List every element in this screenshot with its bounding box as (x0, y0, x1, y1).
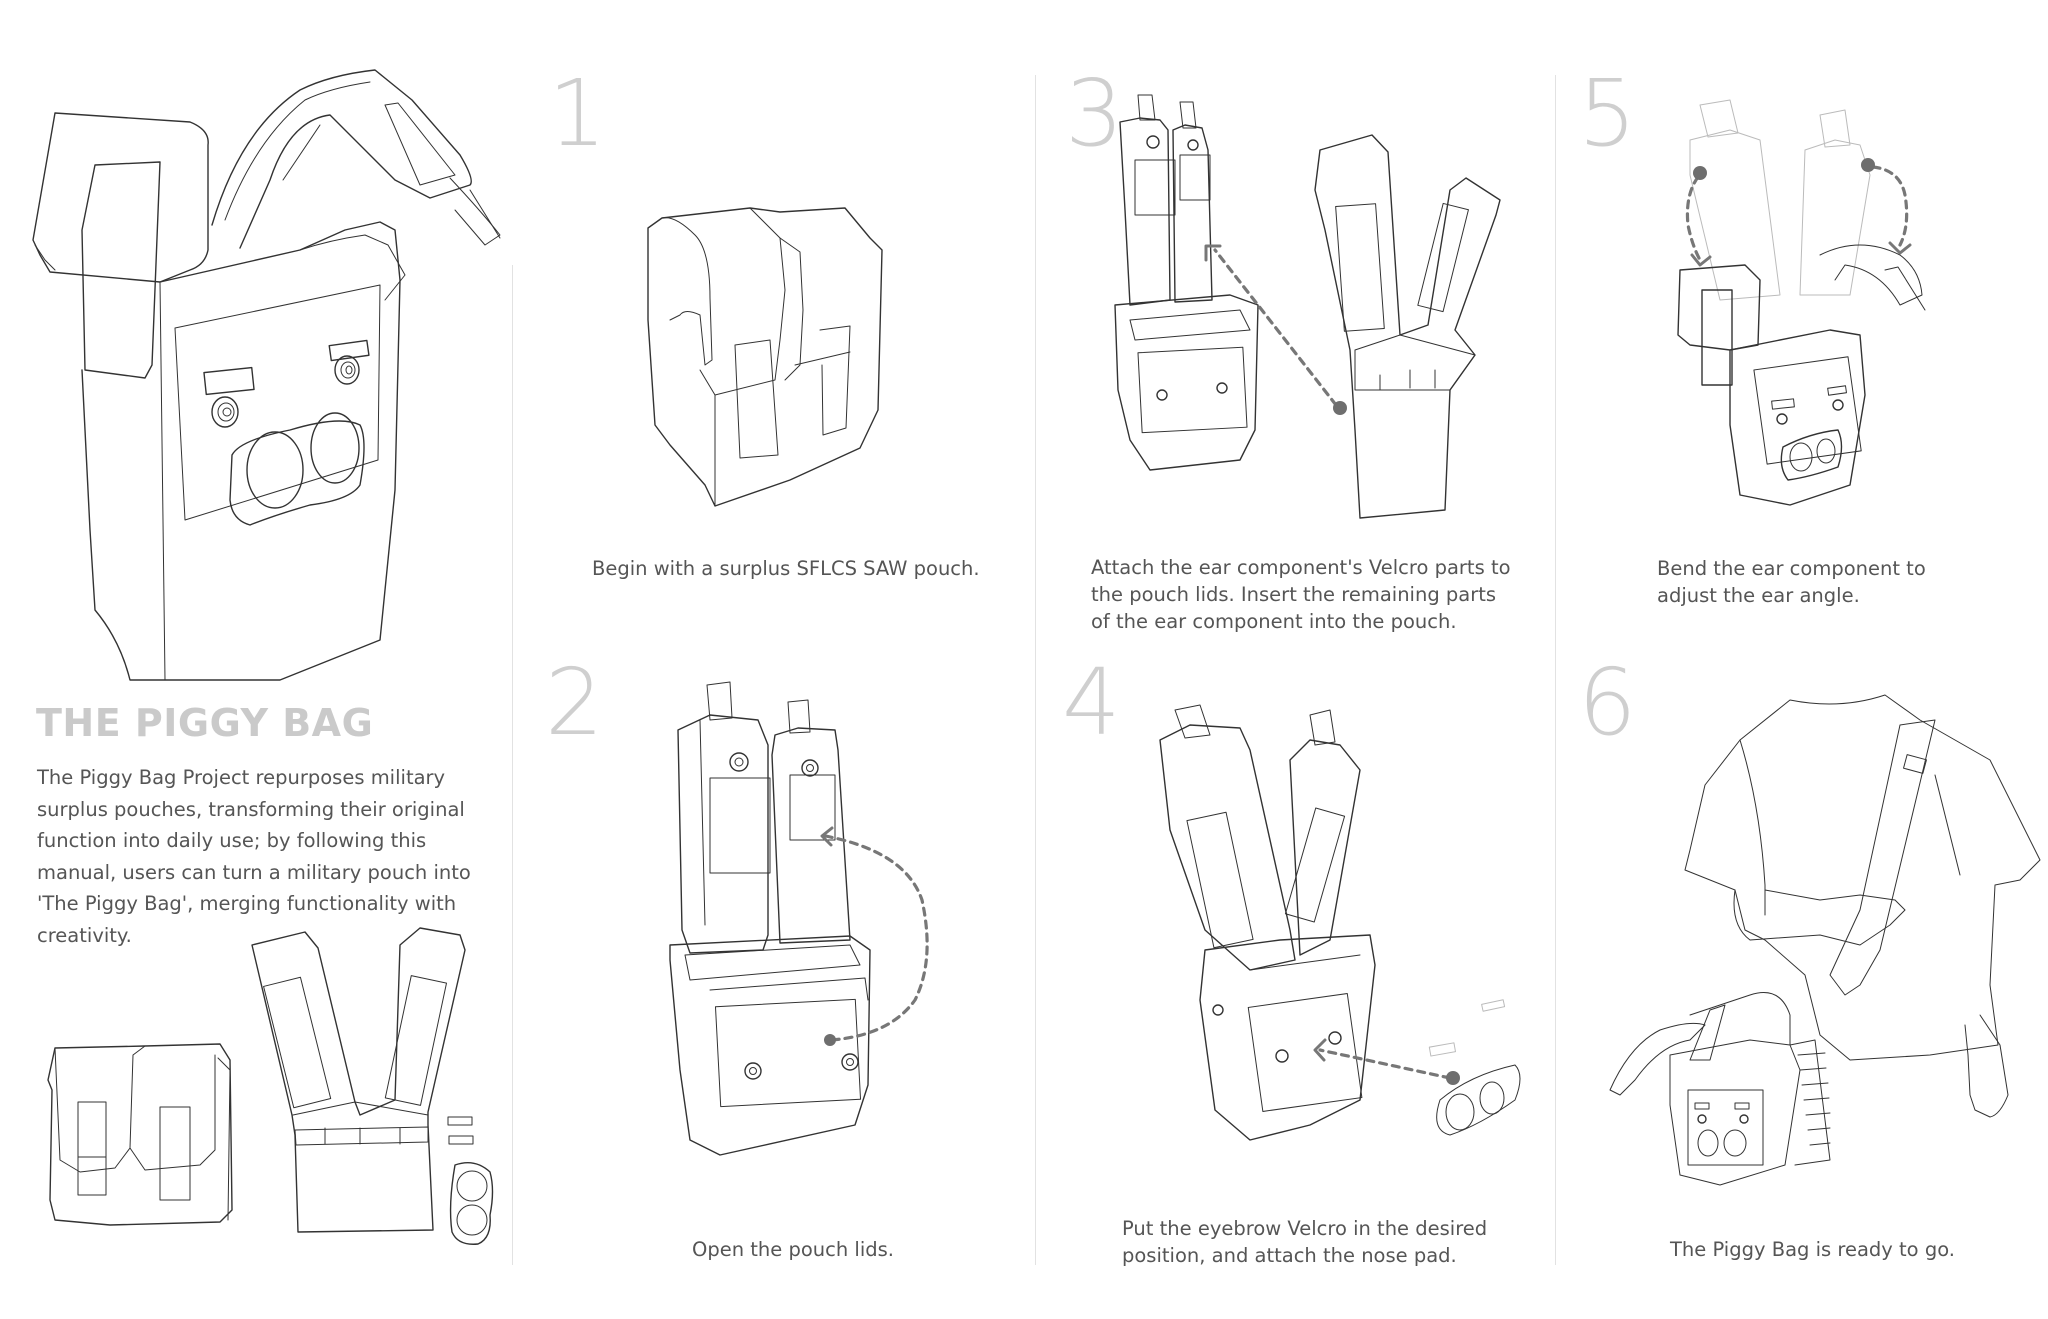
t-shirt (1684, 694, 2041, 1061)
part-pouch (47, 1043, 233, 1226)
hero-nostril-left (246, 431, 304, 509)
part-eyebrow-velcro-2 (448, 1135, 474, 1145)
ear-component (1314, 134, 1501, 519)
step-2-caption: Open the pouch lids. (692, 1238, 894, 1261)
ghost-ears (1689, 99, 1871, 301)
part-nose-pad (449, 1162, 494, 1245)
step-3-number: 3 (1065, 60, 1124, 167)
step-6-number: 6 (1578, 649, 1637, 756)
arm-right (1964, 1014, 2009, 1118)
step-1-illustration (647, 207, 883, 507)
pouch-lids-open (669, 681, 871, 1156)
person-wearing-bag (1609, 694, 2041, 1186)
parts-illustration (47, 927, 494, 1245)
closed-pouch (647, 207, 883, 507)
hero-eye-right (334, 355, 360, 385)
step-3-caption: Attach the ear component's Velcro parts … (1091, 556, 1511, 633)
step-4-caption: Put the eyebrow Velcro in the desired po… (1122, 1217, 1488, 1267)
hero-face-panel (174, 284, 381, 521)
worn-bag (1609, 992, 1831, 1186)
step-1-number: 1 (548, 60, 607, 167)
pouch-with-lids (1114, 94, 1259, 471)
column-divider-2 (1035, 75, 1036, 1265)
insert-arrow (1204, 244, 1347, 415)
project-title: THE PIGGY BAG (36, 701, 374, 745)
arm-left (1733, 889, 1906, 946)
project-description: The Piggy Bag Project repurposes militar… (37, 766, 471, 947)
hero-bag-illustration (32, 69, 501, 681)
step-3-illustration (1114, 94, 1501, 519)
shoulder-strap (1829, 719, 1936, 996)
step-5-illustration (1677, 99, 1926, 506)
open-lid-arrow (818, 826, 929, 1046)
step-4-illustration (1159, 704, 1521, 1141)
bend-arrows (1685, 158, 1912, 267)
nose-pad-piece (1436, 1064, 1521, 1136)
hero-eyebrow-right (328, 339, 370, 362)
step-2-illustration (669, 681, 929, 1156)
part-ear-component (251, 927, 466, 1233)
hero-eye-left (211, 396, 239, 428)
step-6-caption: The Piggy Bag is ready to go. (1670, 1238, 1955, 1261)
hero-ear-velcro-strap (81, 161, 161, 379)
step-5-number: 5 (1578, 60, 1637, 167)
step-6-illustration (1609, 694, 2041, 1186)
hero-bag-body (81, 221, 401, 681)
column-divider-1 (512, 265, 513, 1265)
step-2-number: 2 (545, 649, 604, 756)
bent-ears-bag (1677, 244, 1926, 506)
eyebrow-velcro-pieces (1428, 999, 1506, 1057)
column-divider-3 (1555, 75, 1556, 1265)
attach-arrow (1313, 1038, 1460, 1085)
hero-nose-pad (229, 420, 365, 526)
hero-nostril-right (310, 412, 360, 484)
step-4-number: 4 (1062, 649, 1121, 756)
part-eyebrow-velcro-1 (447, 1116, 473, 1126)
hero-strap (211, 69, 472, 249)
step-5-caption: Bend the ear component to adjust the ear… (1657, 557, 1926, 607)
hero-eyebrow-left (203, 366, 255, 396)
bag-with-ears (1159, 704, 1376, 1141)
hero-left-ear (32, 112, 209, 283)
step-1-caption: Begin with a surplus SFLCS SAW pouch. (592, 557, 980, 580)
